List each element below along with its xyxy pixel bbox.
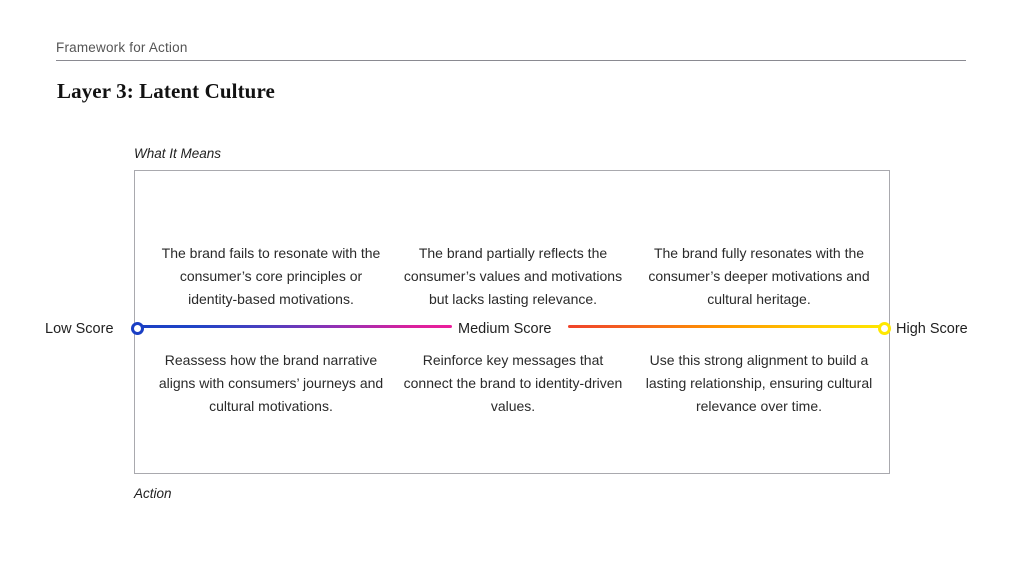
scale-endpoint-low-icon [131,322,144,335]
action-high: Use this strong alignment to build a las… [645,352,873,415]
action-medium: Reinforce key messages that connect the … [403,352,623,415]
page-title: Layer 3: Latent Culture [57,79,275,103]
action-row: Reassess how the brand narrative aligns … [134,349,890,449]
header-divider [56,60,966,61]
scale-endpoint-high-icon [878,322,891,335]
action-caption: Action [134,486,172,501]
action-low: Reassess how the brand narrative aligns … [158,352,384,415]
what-it-means-row: The brand fails to resonate with the con… [134,196,890,311]
score-scale [131,322,891,335]
scale-label-high: High Score [896,321,968,337]
breadcrumb-eyebrow: Framework for Action [56,40,188,55]
what-it-means-medium: The brand partially reflects the consume… [403,244,623,307]
scale-segment-low-to-medium [137,325,452,329]
what-it-means-low: The brand fails to resonate with the con… [161,244,381,307]
what-it-means-high: The brand fully resonates with the consu… [648,244,870,307]
scale-segment-medium-to-high [568,325,885,329]
what-it-means-caption: What It Means [134,146,222,161]
scale-label-low: Low Score [45,321,114,337]
scale-label-medium: Medium Score [458,321,552,337]
